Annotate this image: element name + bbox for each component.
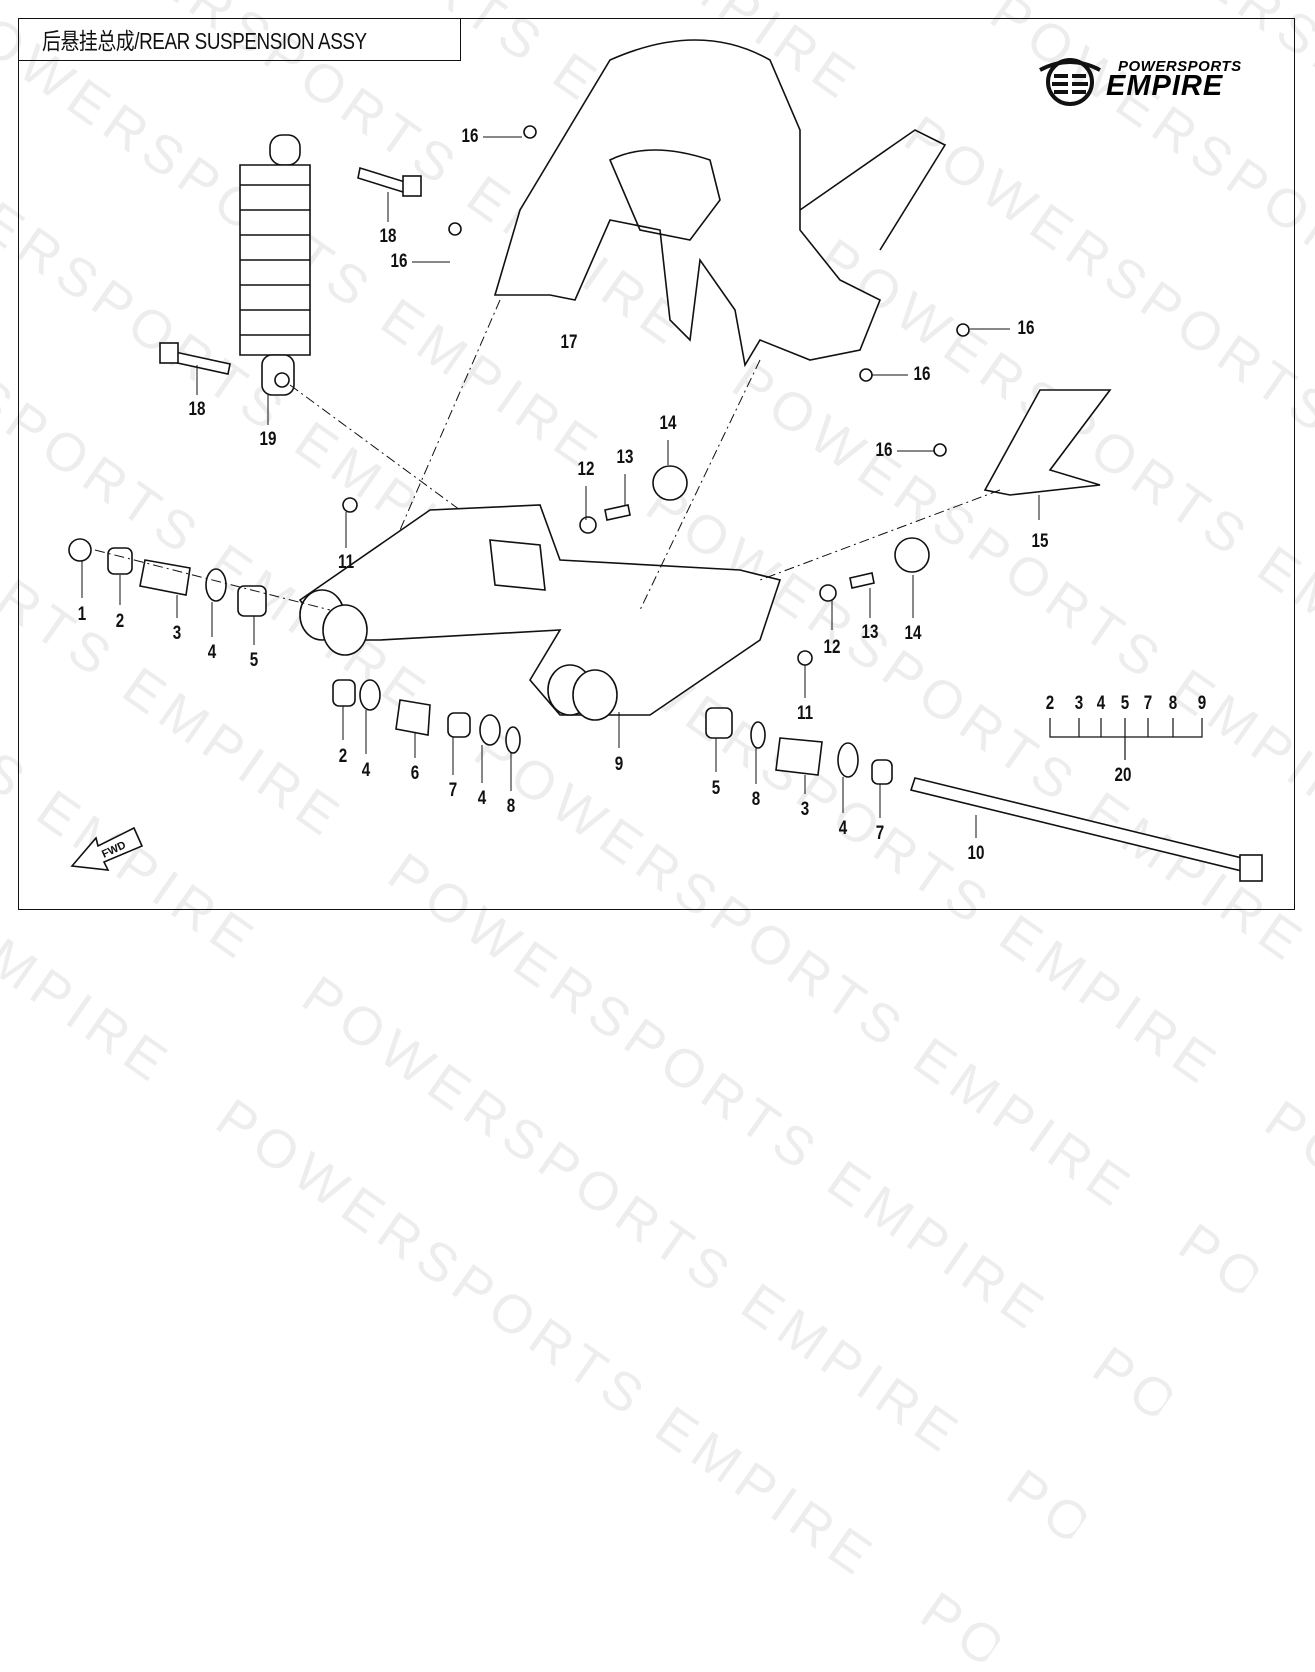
callout: 12 — [577, 459, 595, 480]
callout: 2 — [115, 611, 125, 632]
kit-member: 2 — [1045, 693, 1055, 714]
axle-part-10 — [909, 777, 1263, 882]
callout: 11 — [796, 703, 814, 724]
kit-member: 4 — [1096, 693, 1106, 714]
callout: 6 — [410, 763, 420, 784]
callout: 16 — [913, 364, 931, 385]
callout: 2 — [338, 746, 348, 767]
callout: 3 — [800, 799, 810, 820]
callout: 8 — [751, 789, 761, 810]
kit-member: 8 — [1168, 693, 1178, 714]
callout: 7 — [875, 823, 885, 844]
callout: 4 — [838, 818, 848, 839]
kit-member: 3 — [1074, 693, 1084, 714]
callout: 8 — [506, 796, 516, 817]
rear-fender-part-17 — [493, 39, 947, 368]
callout: 11 — [337, 552, 355, 573]
callout: 18 — [379, 226, 397, 247]
forward-arrow-icon — [70, 826, 144, 871]
drawing-border — [18, 18, 1295, 910]
callout: 16 — [1017, 318, 1035, 339]
brand-logo: POWERSPORTS EMPIRE — [1036, 52, 1276, 108]
callout: 4 — [477, 788, 487, 809]
swingarm-part-9 — [298, 504, 782, 721]
kit-member: 7 — [1143, 693, 1153, 714]
callout: 18 — [188, 399, 206, 420]
callout: 16 — [875, 440, 893, 461]
chain-guide-part-15 — [983, 389, 1112, 496]
callout: 13 — [861, 622, 879, 643]
logo-powersports: POWERSPORTS — [1118, 58, 1242, 75]
kit-label: 20 — [1114, 765, 1132, 786]
callout: 4 — [361, 760, 371, 781]
callout: 16 — [461, 126, 479, 147]
callout: 3 — [172, 623, 182, 644]
callout: 16 — [390, 251, 408, 272]
callout: 10 — [967, 843, 985, 864]
callout: 19 — [259, 429, 277, 450]
logo-empire: EMPIRE — [1106, 70, 1224, 102]
page-title: 后悬挂总成/REAR SUSPENSION ASSY — [18, 18, 461, 61]
callout: 7 — [448, 780, 458, 801]
page-title-text: 后悬挂总成/REAR SUSPENSION ASSY — [42, 28, 367, 54]
kit-member: 5 — [1120, 693, 1130, 714]
callout: 9 — [614, 754, 624, 775]
callout: 14 — [659, 413, 677, 434]
callout: 5 — [711, 778, 721, 799]
callout: 1 — [77, 604, 87, 625]
callout: 13 — [616, 447, 634, 468]
callout: 5 — [249, 650, 259, 671]
exploded-diagram — [68, 39, 1263, 882]
callout: 14 — [904, 623, 922, 644]
kit-member: 9 — [1197, 693, 1207, 714]
callout: 4 — [207, 642, 217, 663]
leader-lines — [81, 136, 1203, 838]
callout: 17 — [560, 332, 578, 353]
callout: 12 — [823, 637, 841, 658]
wing-emblem-icon — [1039, 58, 1101, 106]
shock-absorber-part-19 — [239, 134, 311, 396]
bolt-part-18 — [159, 166, 422, 375]
bushings-and-seals — [68, 125, 970, 785]
callout: 15 — [1031, 531, 1049, 552]
